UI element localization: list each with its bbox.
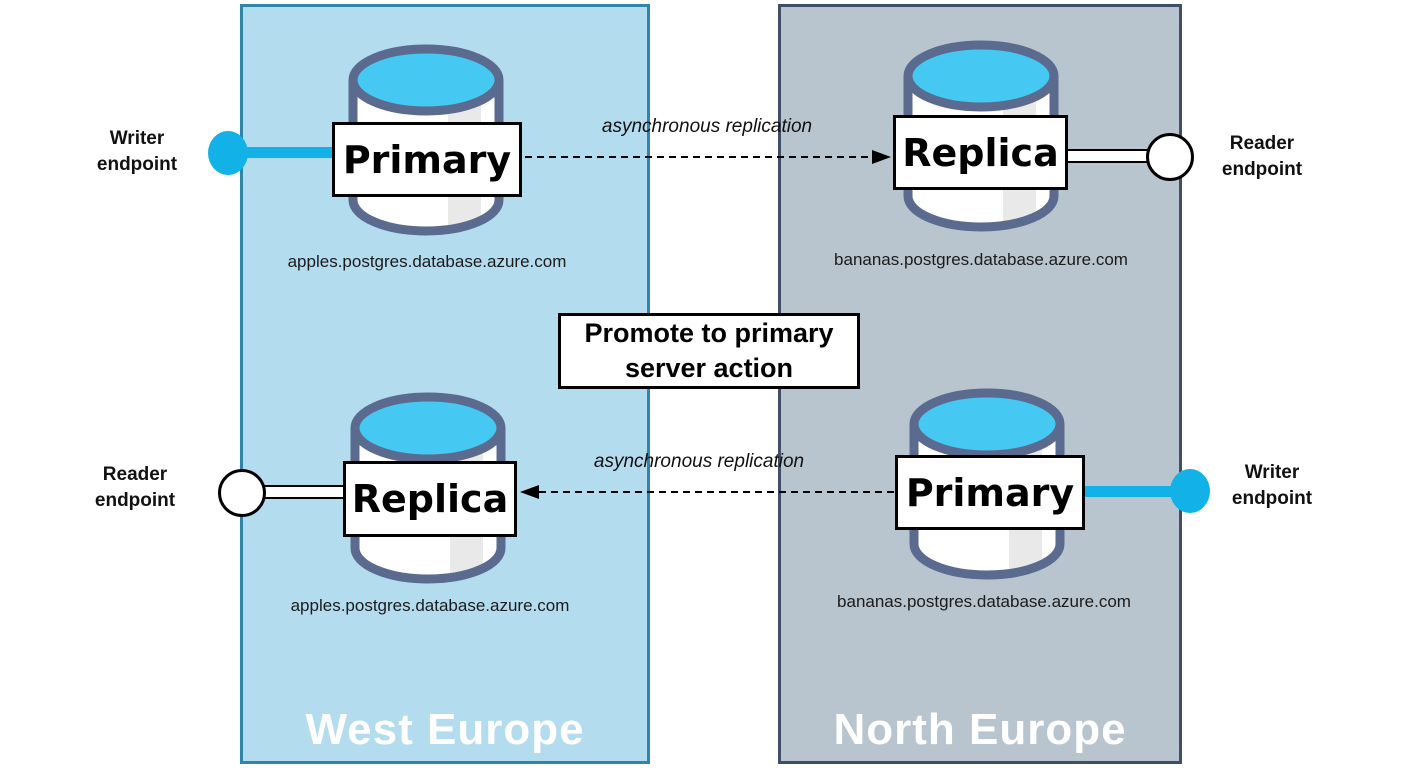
- node-role-primary-north: Primary: [895, 455, 1085, 530]
- writer-endpoint-icon-top: [208, 131, 248, 175]
- writer-endpoint-label-bottom-line2: endpoint: [1231, 488, 1313, 509]
- reader-endpoint-icon-bottom: [218, 469, 266, 517]
- region-north-europe-label: North Europe: [833, 705, 1127, 754]
- hostname-north-bottom: bananas.postgres.database.azure.com: [837, 592, 1131, 611]
- promote-action-line1: Promote to primary: [584, 318, 834, 348]
- reader-endpoint-label-top-line1: Reader: [1229, 133, 1295, 154]
- node-role-replica-west: Replica: [343, 461, 517, 537]
- replication-arrow-right-icon: [523, 149, 893, 165]
- reader-endpoint-label-bottom: Reader endpoint: [70, 462, 200, 514]
- reader-endpoint-label-top-line2: endpoint: [1221, 159, 1303, 180]
- promote-action-box: Promote to primary server action: [558, 313, 860, 389]
- region-west-europe-label: West Europe: [305, 705, 585, 754]
- writer-endpoint-label-top-line1: Writer: [109, 128, 165, 149]
- writer-endpoint-label-top: Writer endpoint: [72, 126, 202, 178]
- reader-connector-line-bottom: [260, 485, 352, 499]
- hostname-north-top: bananas.postgres.database.azure.com: [834, 250, 1128, 269]
- writer-connector-line-bottom: [1083, 486, 1175, 497]
- reader-endpoint-label-bottom-line2: endpoint: [94, 490, 176, 511]
- writer-endpoint-label-top-line2: endpoint: [96, 154, 178, 175]
- reader-connector-line-top: [1064, 149, 1154, 163]
- hostname-west-top: apples.postgres.database.azure.com: [287, 252, 567, 271]
- writer-endpoint-icon-bottom: [1170, 469, 1210, 513]
- promote-action-line2: server action: [624, 353, 794, 383]
- reader-endpoint-label-bottom-line1: Reader: [102, 464, 168, 485]
- writer-endpoint-label-bottom-line1: Writer: [1244, 462, 1300, 483]
- reader-endpoint-label-top: Reader endpoint: [1197, 131, 1327, 183]
- node-role-replica-north: Replica: [893, 115, 1068, 190]
- replication-label-bottom: asynchronous replication: [593, 451, 805, 472]
- node-role-primary-west: Primary: [332, 122, 522, 197]
- replication-arrow-left-icon: [518, 484, 896, 500]
- replication-label-top: asynchronous replication: [601, 116, 813, 137]
- reader-endpoint-icon-top: [1146, 133, 1194, 181]
- writer-connector-line-top: [244, 147, 336, 158]
- writer-endpoint-label-bottom: Writer endpoint: [1207, 460, 1337, 512]
- hostname-west-bottom: apples.postgres.database.azure.com: [290, 596, 570, 615]
